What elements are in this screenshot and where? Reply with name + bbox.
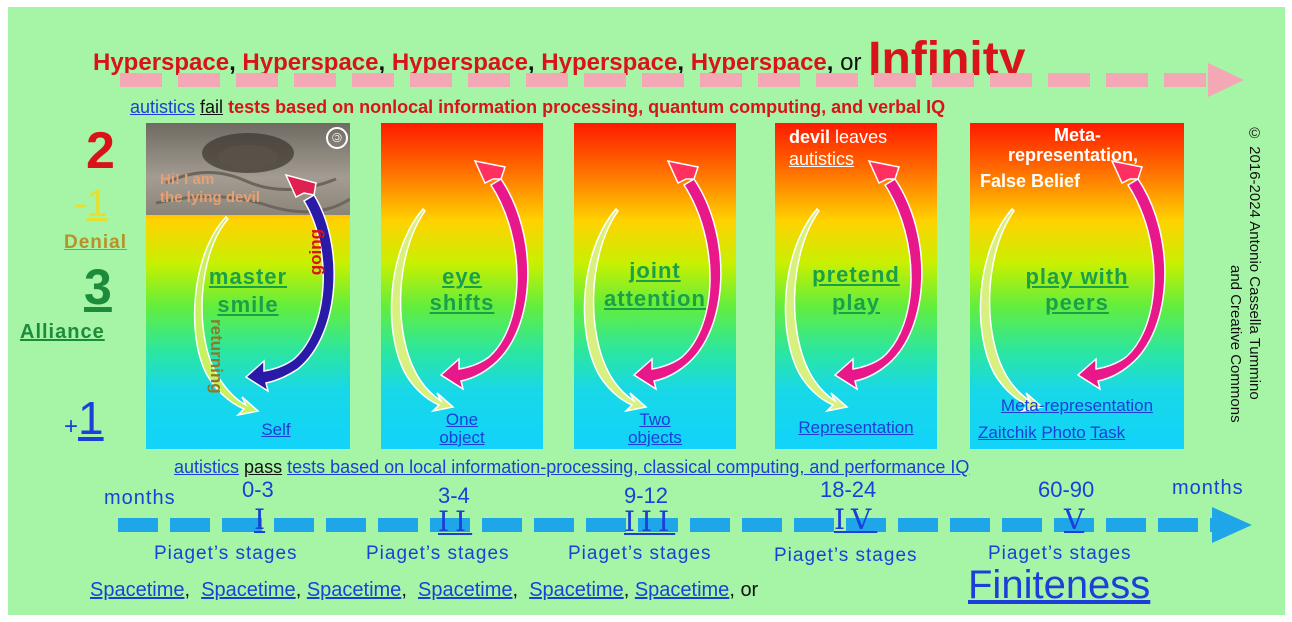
spacetime-link[interactable]: Spacetime [529, 579, 624, 601]
stage-age: 18-24 [820, 477, 877, 502]
panel-label-line1: pretend [812, 262, 900, 287]
devil-text-1: Hi! I am [160, 171, 215, 188]
stage-roman: V [1064, 503, 1085, 536]
task-link[interactable]: Task [1090, 423, 1126, 442]
pass-link[interactable]: pass [244, 457, 283, 477]
panel-bottom-representation[interactable]: Representation [798, 418, 914, 437]
denial-link[interactable]: Denial [64, 232, 128, 253]
minus-one: -1 [74, 183, 108, 225]
panel-bottom-line2[interactable]: objects [628, 428, 682, 447]
photo-link[interactable]: Photo [1041, 423, 1086, 442]
curved-arrow-icon [979, 159, 1166, 413]
or-word: or [840, 49, 862, 76]
returning-label: returning [207, 319, 226, 394]
finiteness-link[interactable]: Finiteness [968, 563, 1151, 607]
curved-arrow-icon [193, 173, 335, 417]
panel-label-line1: eye [442, 264, 482, 289]
going-label: going [306, 229, 325, 276]
stage-age: 60-90 [1038, 477, 1095, 502]
panel-eye-shifts: eye shifts One object [381, 123, 543, 449]
panel-joint-attention: joint attention Two objects [574, 123, 736, 449]
meta-line-2: representation, [1008, 145, 1139, 165]
stage-age: 9-12 [624, 483, 669, 508]
spacetime-link[interactable]: Spacetime [634, 579, 730, 601]
or-word: or [740, 579, 759, 601]
stage-label: Piaget’s stages [988, 543, 1132, 564]
panel-bottom-meta-representation[interactable]: Meta-representation [1000, 396, 1154, 415]
panel-label-line2: shifts [429, 290, 495, 315]
zaitchik-photo-task: Zaitchik Photo Task [978, 423, 1125, 443]
panel-play-with-peers: Meta- representation, False Belief play … [970, 123, 1184, 449]
panel-label-line1: master [208, 264, 288, 289]
stage-label: Piaget’s stages [774, 545, 918, 566]
curved-arrow-icon [390, 159, 529, 413]
fail-description: tests based on nonlocal information proc… [228, 97, 946, 117]
autistics-link[interactable]: autistics [130, 97, 196, 117]
stage-roman: I [254, 503, 266, 536]
copyright-line-1: © 2016-2024 Antonio Cassella Tummino [1246, 125, 1263, 400]
panel-label-line1: joint [629, 258, 681, 283]
stage-label: Piaget’s stages [568, 543, 712, 564]
devil-text-2: the lying devil [160, 189, 261, 206]
false-belief-text: False Belief [980, 171, 1081, 191]
spacetime-link[interactable]: Spacetime [90, 579, 185, 601]
hyperspace-word: Hyperspace [541, 49, 678, 76]
panel-master-smile: © Hi! I am the lying devil master smile … [146, 123, 350, 449]
panel-bottom-line1[interactable]: One [445, 410, 479, 429]
autistics-link[interactable]: autistics [789, 149, 855, 169]
devil-leaves-text: devil leaves [789, 127, 888, 147]
panel-bottom-line2[interactable]: object [439, 428, 485, 447]
hyperspace-word: Hyperspace [391, 49, 528, 76]
diagram-canvas: Hyperspace, Hyperspace, Hyperspace, Hype… [8, 7, 1285, 615]
alliance-link[interactable]: Alliance [20, 321, 105, 343]
spacetime-link[interactable]: Spacetime [201, 579, 296, 601]
panel-label-line2: smile [217, 292, 279, 317]
stage-roman: II [438, 505, 473, 538]
number-three: 3 [84, 259, 112, 315]
pass-description[interactable]: tests based on local information-process… [287, 457, 970, 477]
stage-label: Piaget’s stages [154, 543, 298, 564]
stage-age: 0-3 [242, 477, 274, 502]
curved-arrow-icon [784, 159, 923, 413]
hyperspace-word: Hyperspace [93, 49, 230, 76]
fail-line: autistics fail tests based on nonlocal i… [130, 97, 945, 118]
stage-age: 3-4 [438, 483, 470, 508]
months-right: months [1172, 477, 1244, 499]
fail-link[interactable]: fail [200, 97, 224, 117]
pass-line: autistics pass tests based on local info… [174, 457, 969, 478]
dashed-arrow-right-icon [120, 63, 1244, 97]
number-two: 2 [86, 122, 115, 180]
stage-label: Piaget’s stages [366, 543, 510, 564]
zaitchik-link[interactable]: Zaitchik [978, 423, 1037, 442]
copyright-line-2: and Creative Commons [1227, 265, 1244, 423]
panel-bottom-line1[interactable]: Two [639, 410, 671, 429]
spacetime-link[interactable]: Spacetime [418, 579, 513, 601]
panel-label-line2: peers [1045, 290, 1109, 315]
dashed-arrow-right-icon [118, 507, 1252, 543]
spacetime-link[interactable]: Spacetime [306, 579, 402, 601]
stage-roman: III [624, 505, 676, 538]
panel-label-line1: play with [1025, 264, 1129, 289]
curved-arrow-icon [583, 159, 722, 413]
meta-line-1: Meta- [1054, 125, 1102, 145]
panel-pretend-play: devil leaves autistics pretend play Repr… [775, 123, 937, 449]
stage-roman: IV [834, 503, 878, 536]
panel-bottom-self[interactable]: Self [261, 420, 291, 439]
months-left: months [104, 487, 176, 509]
plus-one: +1 [64, 392, 104, 444]
spacetime-row: Spacetime, Spacetime, Spacetime, Spaceti… [90, 579, 759, 601]
panel-label-line2: attention [604, 286, 706, 311]
hyperspace-word: Hyperspace [242, 49, 379, 76]
panel-label-line2: play [831, 290, 881, 315]
hyperspace-word: Hyperspace [690, 49, 827, 76]
autistics-link[interactable]: autistics [174, 457, 240, 477]
